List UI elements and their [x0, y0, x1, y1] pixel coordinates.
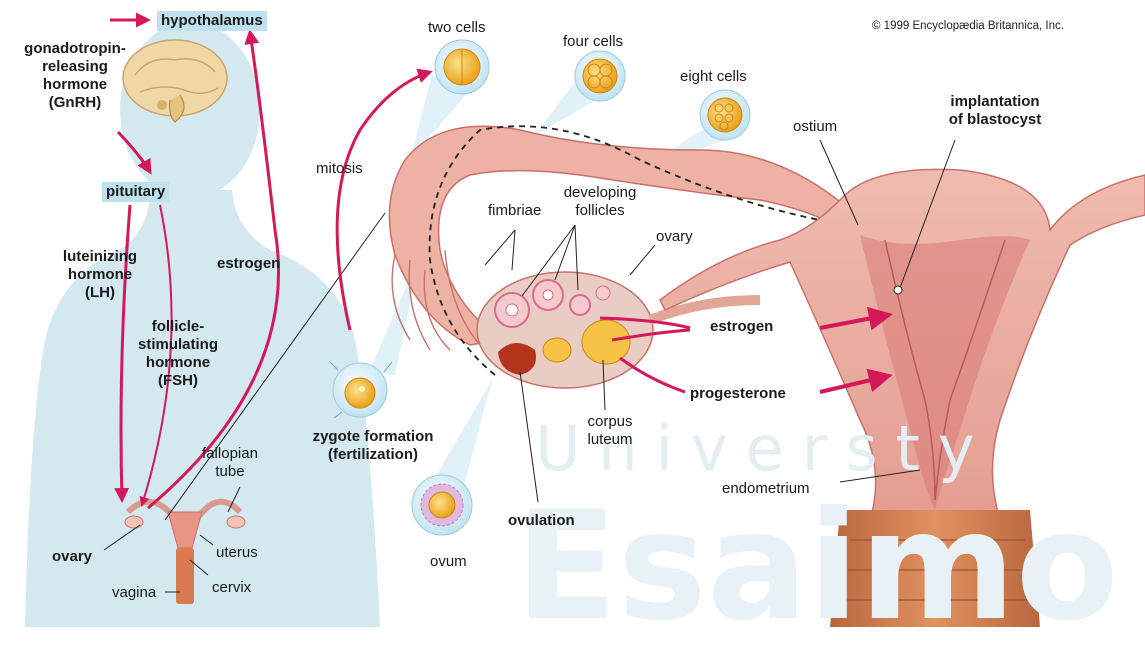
label-implantation-line1: implantation: [925, 93, 1065, 111]
label-corpus-luteum: corpus luteum: [580, 413, 640, 449]
label-gnrh: gonadotropin- releasing hormone (GnRH): [10, 40, 140, 112]
label-developing-follicles: developing follicles: [545, 184, 655, 220]
label-lh-line3: (LH): [55, 284, 145, 302]
label-gnrh-line2: releasing: [10, 58, 140, 76]
label-zygote-line2: (fertilization): [293, 446, 453, 464]
label-implantation-line2: of blastocyst: [925, 111, 1065, 129]
label-vagina: vagina: [112, 584, 156, 602]
label-hypothalamus: hypothalamus: [157, 11, 267, 31]
copyright-notice: © 1999 Encyclopædia Britannica, Inc.: [872, 17, 1064, 35]
label-lh: luteinizing hormone (LH): [55, 248, 145, 302]
four-cells-bubble: [535, 51, 625, 135]
label-follicles-line2: follicles: [545, 202, 655, 220]
label-lh-line2: hormone: [55, 266, 145, 284]
label-fsh-line1: follicle-: [128, 318, 228, 336]
label-progesterone: progesterone: [690, 385, 786, 403]
label-gnrh-line1: gonadotropin-: [10, 40, 140, 58]
label-fallopian-tube: fallopian tube: [195, 445, 265, 481]
label-fsh: follicle- stimulating hormone (FSH): [128, 318, 228, 390]
label-ovulation: ovulation: [508, 512, 575, 530]
label-fsh-line4: (FSH): [128, 372, 228, 390]
label-gnrh-line3: hormone: [10, 76, 140, 94]
label-fsh-line2: stimulating: [128, 336, 228, 354]
label-two-cells: two cells: [428, 19, 486, 37]
label-fsh-line3: hormone: [128, 354, 228, 372]
label-estrogen-right: estrogen: [710, 318, 773, 336]
label-gnrh-line4: (GnRH): [10, 94, 140, 112]
label-eight-cells: eight cells: [680, 68, 747, 86]
label-mitosis: mitosis: [316, 160, 363, 178]
label-uterus: uterus: [216, 544, 258, 562]
label-pituitary: pituitary: [102, 182, 169, 202]
label-zygote-line1: zygote formation: [293, 428, 453, 446]
label-cervix: cervix: [212, 579, 251, 597]
label-follicles-line1: developing: [545, 184, 655, 202]
label-zygote-formation: zygote formation (fertilization): [293, 428, 453, 464]
label-fallopian-line1: fallopian: [195, 445, 265, 463]
label-ostium: ostium: [793, 118, 837, 136]
label-lh-line1: luteinizing: [55, 248, 145, 266]
label-corpus-line2: luteum: [580, 431, 640, 449]
label-fallopian-line2: tube: [195, 463, 265, 481]
label-ovum: ovum: [430, 553, 467, 571]
label-endometrium: endometrium: [722, 480, 810, 498]
label-estrogen-left: estrogen: [217, 255, 280, 273]
label-implantation: implantation of blastocyst: [925, 93, 1065, 129]
blastocyst-dot: [894, 286, 902, 294]
label-fimbriae: fimbriae: [488, 202, 541, 220]
label-four-cells: four cells: [563, 33, 623, 51]
label-ovary-left: ovary: [52, 548, 92, 566]
label-corpus-line1: corpus: [580, 413, 640, 431]
label-ovary-right: ovary: [656, 228, 693, 246]
